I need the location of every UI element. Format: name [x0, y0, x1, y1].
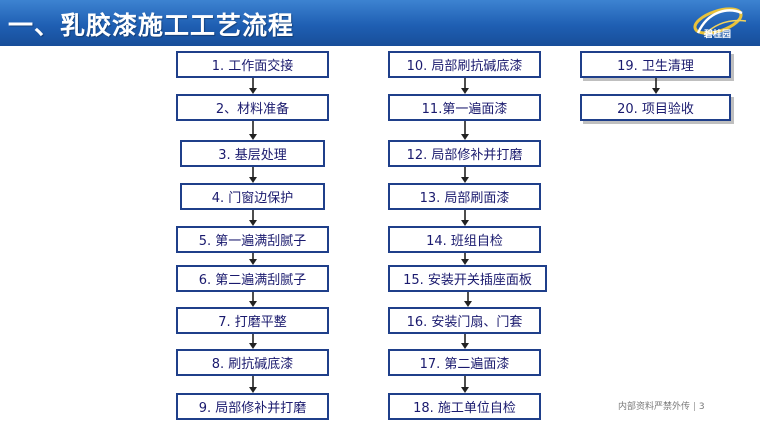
flow-arrow — [248, 334, 257, 349]
process-step-box: 18. 施工单位自检 — [388, 393, 541, 420]
process-step-box: 11.第一遍面漆 — [388, 94, 541, 121]
process-step-box: 6. 第二遍满刮腻子 — [176, 265, 329, 292]
process-step-box: 16. 安装门扇、门套 — [388, 307, 541, 334]
flow-arrow — [248, 253, 257, 265]
flow-arrow — [460, 210, 469, 226]
process-step-box: 12. 局部修补并打磨 — [388, 140, 541, 167]
flow-arrow — [248, 210, 257, 226]
logo-text: 碧桂园 — [704, 30, 732, 40]
process-step-box: 9. 局部修补并打磨 — [176, 393, 329, 420]
process-step-box: 17. 第二遍面漆 — [388, 349, 541, 376]
footer-separator: | — [692, 402, 696, 412]
process-step-box: 3. 基层处理 — [180, 140, 325, 167]
process-step-box: 1. 工作面交接 — [176, 51, 329, 78]
footer: 内部资料严禁外传 | 3 — [618, 399, 705, 412]
flow-arrow — [460, 334, 469, 349]
process-step-box: 2、材料准备 — [176, 94, 329, 121]
flow-arrow — [248, 167, 257, 183]
process-step-box: 7. 打磨平整 — [176, 307, 329, 334]
flow-arrow — [460, 121, 469, 140]
flow-arrow — [248, 376, 257, 393]
flow-arrow — [463, 292, 472, 307]
confidential-note: 内部资料严禁外传 — [618, 402, 691, 412]
flow-arrow — [460, 167, 469, 183]
page-title: 一、乳胶漆施工工艺流程 — [8, 11, 295, 40]
process-step-box: 19. 卫生清理 — [580, 51, 731, 78]
process-step-box: 8. 刷抗碱底漆 — [176, 349, 329, 376]
process-step-box: 13. 局部刷面漆 — [388, 183, 541, 210]
flow-arrow — [248, 121, 257, 140]
flow-arrow — [651, 78, 660, 94]
flow-arrow — [460, 78, 469, 94]
flow-arrow — [248, 292, 257, 307]
flow-arrow — [460, 376, 469, 393]
flow-arrow — [460, 253, 469, 265]
header-bar: 一、乳胶漆施工工艺流程 碧桂园 — [0, 0, 760, 46]
process-step-box: 15. 安装开关插座面板 — [388, 265, 547, 292]
process-step-box: 10. 局部刷抗碱底漆 — [388, 51, 541, 78]
company-logo-icon — [693, 7, 747, 36]
process-step-box: 14. 班组自检 — [388, 226, 541, 253]
page-number: 3 — [698, 402, 705, 412]
process-step-box: 5. 第一遍满刮腻子 — [176, 226, 329, 253]
flow-arrow — [248, 78, 257, 94]
process-step-box: 20. 项目验收 — [580, 94, 731, 121]
process-step-box: 4. 门窗边保护 — [180, 183, 325, 210]
